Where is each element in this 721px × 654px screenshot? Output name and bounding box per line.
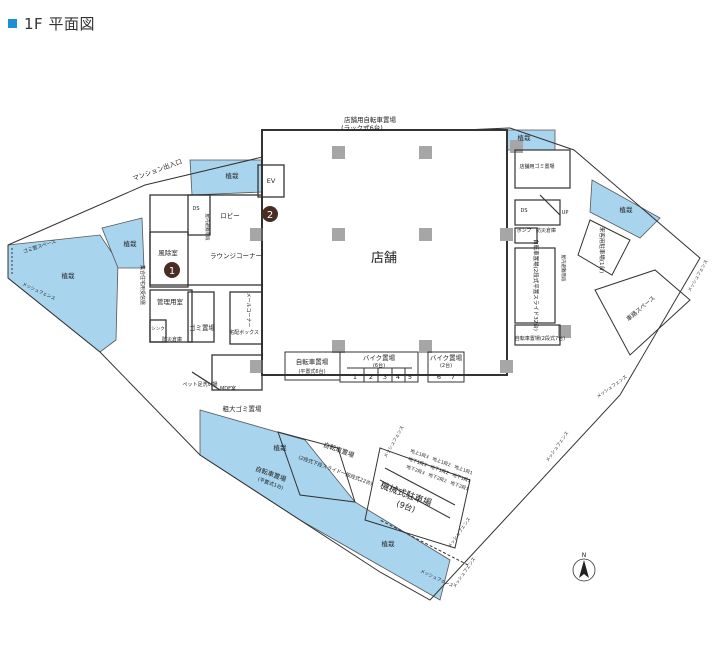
- svg-text:2: 2: [267, 210, 273, 221]
- bike-num: 4: [396, 373, 400, 381]
- label-pet-sink: ペット足洗い場: [182, 381, 217, 388]
- label-internal-stair: 屋内避難階段: [204, 214, 211, 241]
- visitor-parking-area: [577, 219, 631, 276]
- label-garbage-room: ゴミ置場: [189, 323, 216, 332]
- label-ds: DS: [192, 206, 199, 212]
- svg-text:N: N: [582, 552, 587, 559]
- label-planting-north: 植栽: [226, 171, 240, 180]
- label-bike-6-sub: (6台): [373, 362, 385, 369]
- label-up: UP: [562, 210, 569, 216]
- label-bicycle-flat-sub: (平置式6台): [298, 368, 325, 375]
- label-planting-west: 植栽: [62, 271, 76, 280]
- label-delivery-box: 宅配ボックス: [229, 329, 259, 336]
- svg-text:1: 1: [169, 266, 175, 277]
- label-ev: EV: [267, 177, 276, 185]
- label-lobby: ロビー: [220, 211, 240, 220]
- label-intercom: 集合住宅用受信盤: [139, 265, 146, 305]
- label-shop: 店舗: [371, 251, 397, 266]
- page-header: 1F 平面図: [8, 12, 95, 34]
- bicycle-22-area: [277, 431, 356, 503]
- column: [419, 228, 432, 241]
- label-visitor-parking: 来客用駐車場(1台): [598, 227, 606, 273]
- label-planting-south-2: 植栽: [274, 443, 288, 452]
- marker-1: 1: [164, 262, 180, 278]
- label-planting-south: 植栽: [382, 539, 396, 548]
- column: [332, 146, 345, 159]
- label-disaster-storage: 防災倉庫: [162, 336, 182, 343]
- planting-small-west: [101, 217, 145, 269]
- label-planting-ne: 植栽: [518, 133, 532, 142]
- column: [500, 228, 513, 241]
- mech-parking-area: [364, 447, 471, 549]
- bike-num: 5: [408, 373, 412, 381]
- label-lounge: ラウンジコーナー: [210, 252, 262, 260]
- label-bicycle-22: 自転車置場: [322, 440, 356, 460]
- label-planting-small-west: 植栽: [124, 239, 138, 248]
- label-mail-corner: メールコーナー: [245, 293, 251, 328]
- label-bike-2: バイク置場: [430, 353, 463, 362]
- label-bulky-garbage: 粗大ゴミ置場: [223, 404, 263, 413]
- label-windscreen: 風除室: [158, 248, 178, 257]
- label-mesh-fence: メッシュフェンス: [596, 374, 629, 400]
- label-mansion-entrance: マンション出入口: [131, 157, 183, 183]
- south-annexes: [277, 219, 691, 549]
- label-pump: ポンプ: [517, 227, 532, 234]
- marker-2: 2: [262, 206, 278, 222]
- label-mesh-fence: メッシュフェンス: [545, 430, 571, 463]
- label-bicycle-2tier-8: 自転車置場(2段式7台): [515, 335, 565, 342]
- column: [332, 228, 345, 241]
- label-shop-bicycle-top: 店舗用自転車置場: [344, 115, 397, 124]
- label-mesh-fence: メッシュフェンス: [383, 424, 406, 459]
- label-bicycle-flat: 自転車置場: [296, 357, 329, 366]
- label-mesh-fence: メッシュフェンス: [447, 516, 473, 549]
- drive-space-area: [594, 269, 691, 356]
- residential-block: [149, 164, 285, 391]
- label-sink: シンク: [151, 326, 165, 332]
- planting-east: [589, 179, 661, 239]
- label-ds-east: DS: [520, 208, 527, 214]
- label-disaster-storage-east: 防災倉庫: [536, 227, 556, 234]
- label-bicycle-2tier-32: 自転車置場(2段式平置スライド32台): [532, 239, 540, 331]
- south-parking-strip: [284, 351, 465, 383]
- column: [419, 146, 432, 159]
- east-service-block: [514, 149, 571, 346]
- label-shop-bicycle-top-sub: (ラック式6台): [341, 123, 383, 132]
- label-planting-east: 植栽: [620, 205, 634, 214]
- label-drive-space: 車路スペース: [625, 294, 657, 323]
- column: [419, 340, 432, 353]
- column: [250, 228, 263, 241]
- label-shop-garbage: 店舗用ゴミ置場: [519, 163, 554, 170]
- column: [250, 360, 263, 373]
- label-bike-6: バイク置場: [363, 353, 396, 362]
- label-manager-room: 管理用室: [157, 297, 184, 306]
- page-title: 1F 平面図: [24, 14, 95, 33]
- shop-block: [250, 129, 571, 376]
- label-shop-stair: 屋内避難階段: [560, 255, 567, 282]
- north-arrow-icon: N: [572, 552, 596, 582]
- bike-num: 2: [369, 373, 373, 381]
- bike-num: 3: [383, 373, 387, 381]
- bike-num: 7: [451, 373, 455, 381]
- column: [332, 340, 345, 353]
- label-mdf: MDF室: [220, 385, 236, 392]
- header-accent-square: [8, 18, 17, 28]
- bike-num: 6: [437, 373, 441, 381]
- column: [500, 360, 513, 373]
- label-bike-2-sub: (2台): [440, 362, 452, 369]
- column: [558, 325, 571, 338]
- bike-num: 1: [353, 373, 357, 381]
